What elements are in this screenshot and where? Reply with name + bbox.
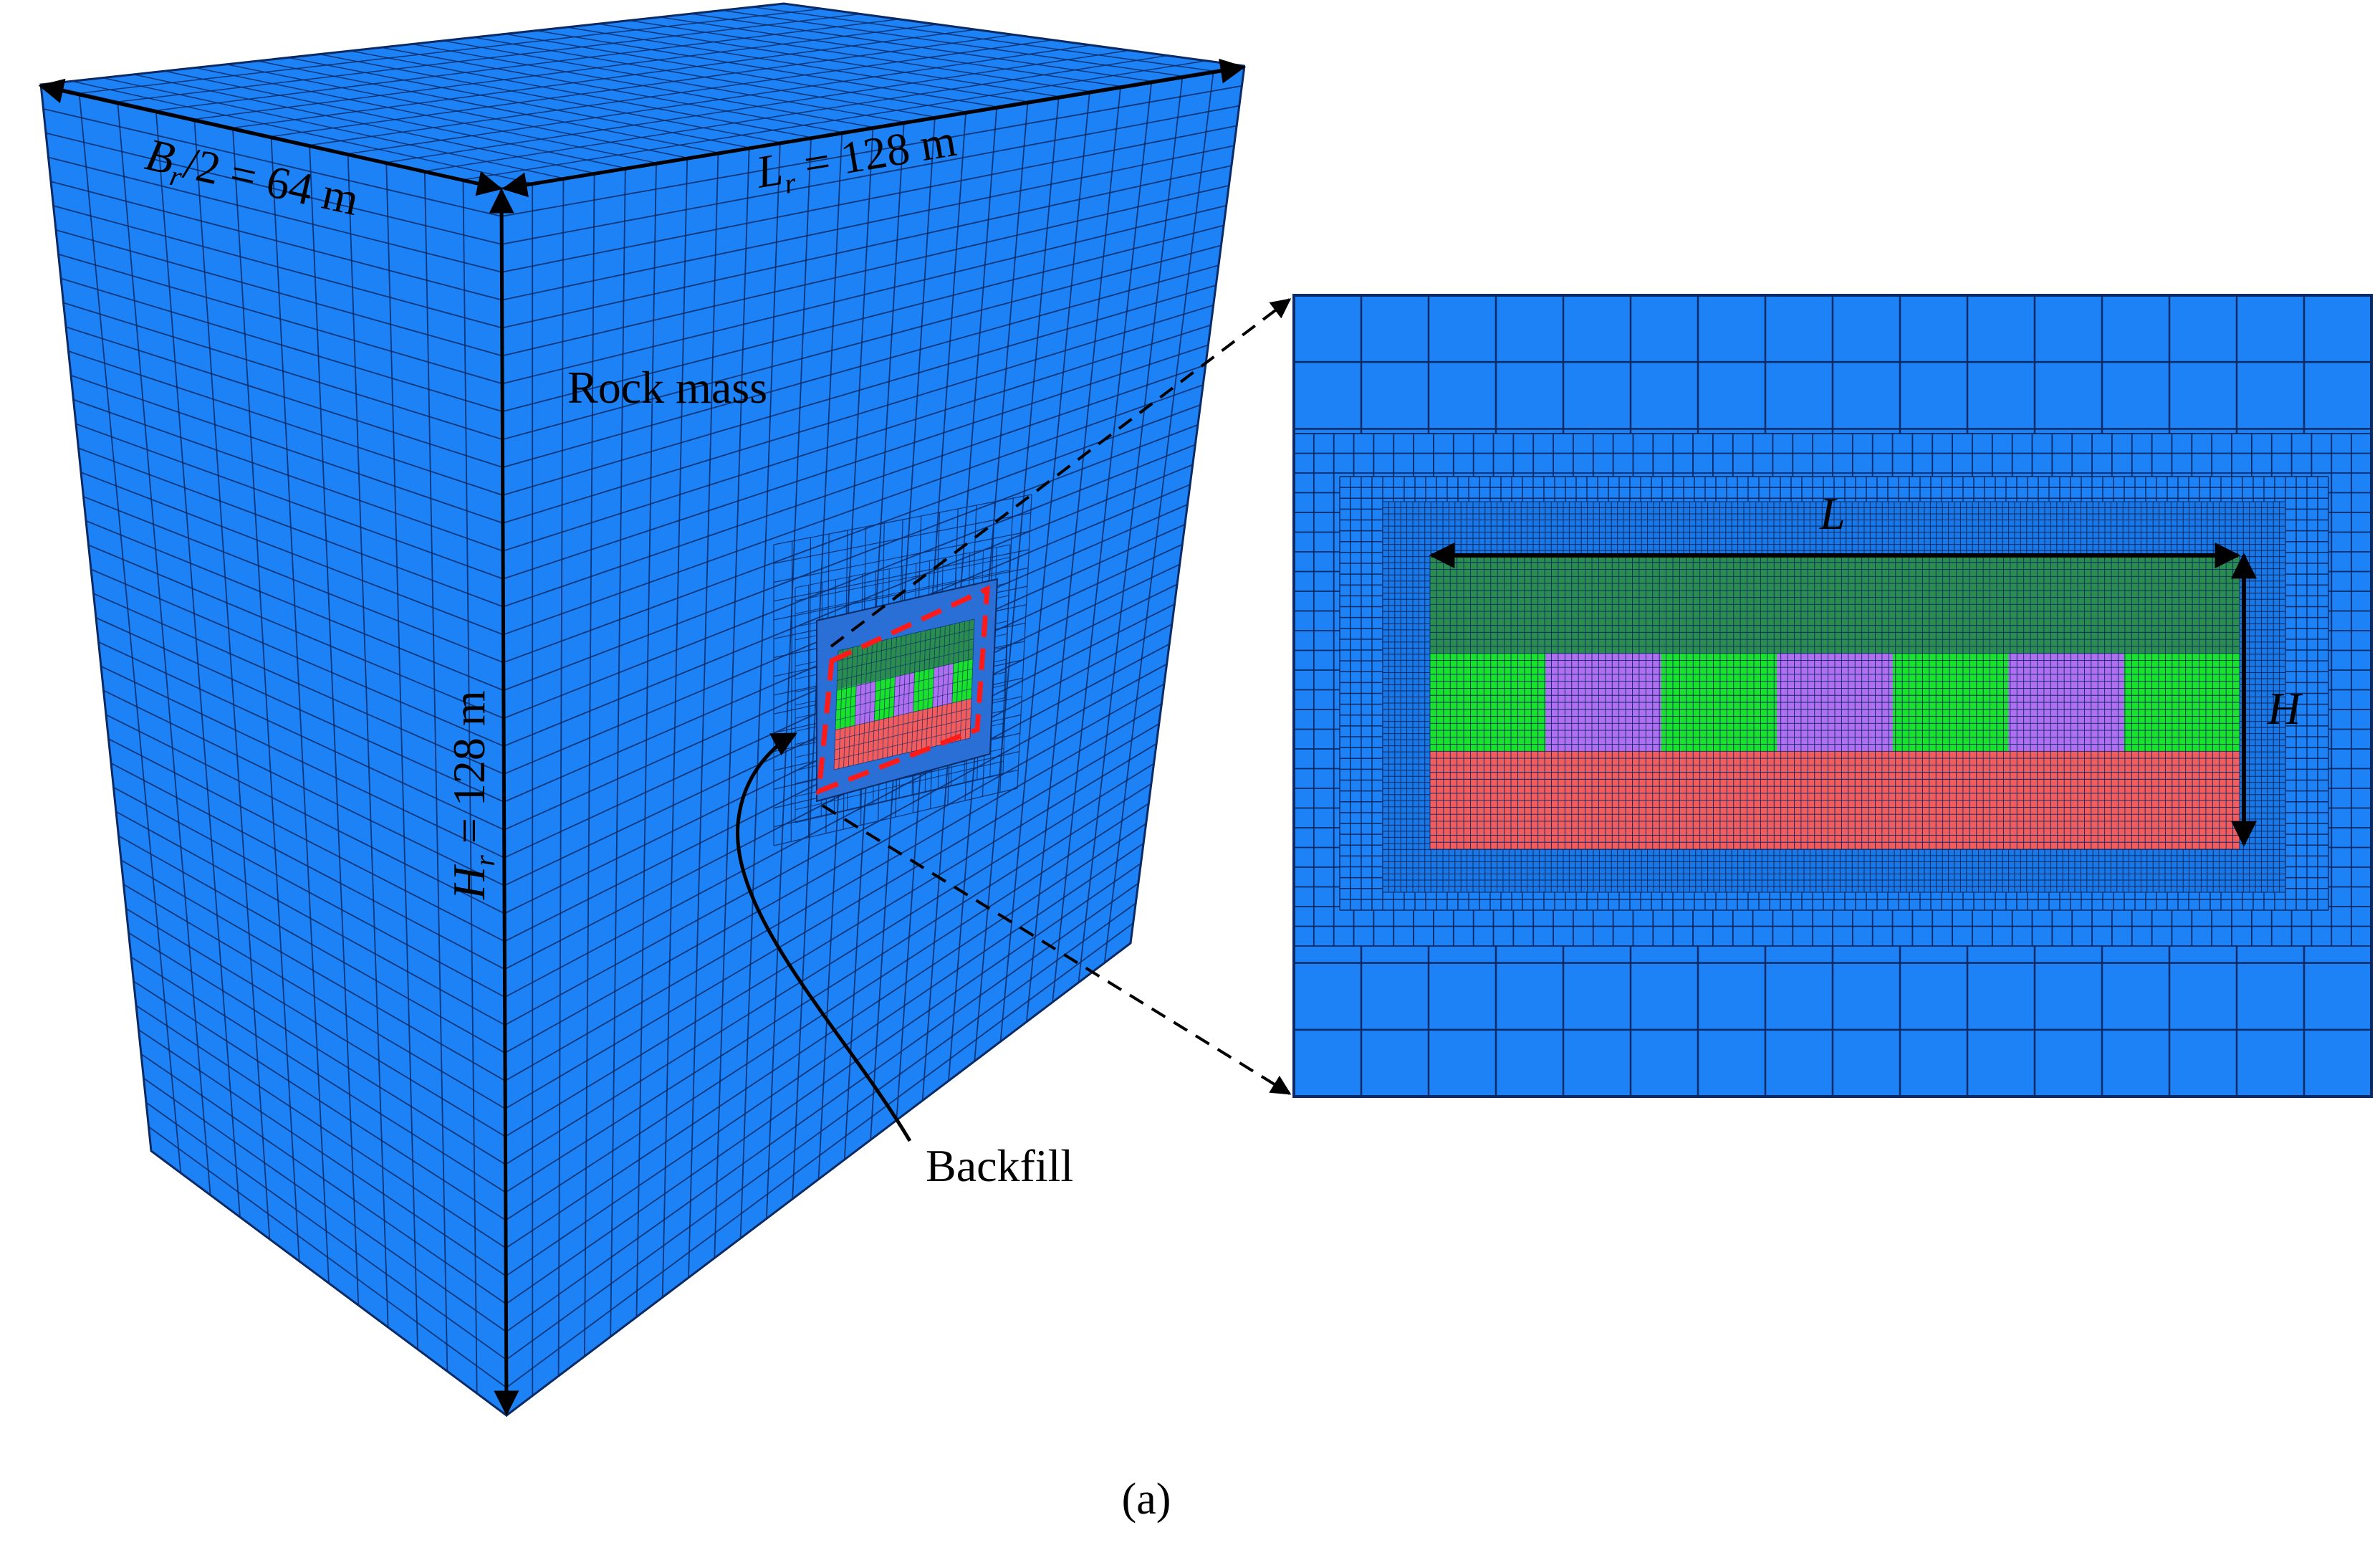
rock-mass-block (41, 4, 1244, 1415)
backfill-label: Backfill (926, 1140, 1073, 1191)
hr-label: Hr = 128 m (443, 690, 501, 900)
detail-l-label: L (1819, 488, 1846, 539)
detail-h-label: H (2267, 683, 2303, 734)
rock-mass-label: Rock mass (567, 362, 767, 413)
figure-caption: (a) (1122, 1475, 1171, 1524)
zoom-detail-panel (1294, 295, 2371, 1096)
